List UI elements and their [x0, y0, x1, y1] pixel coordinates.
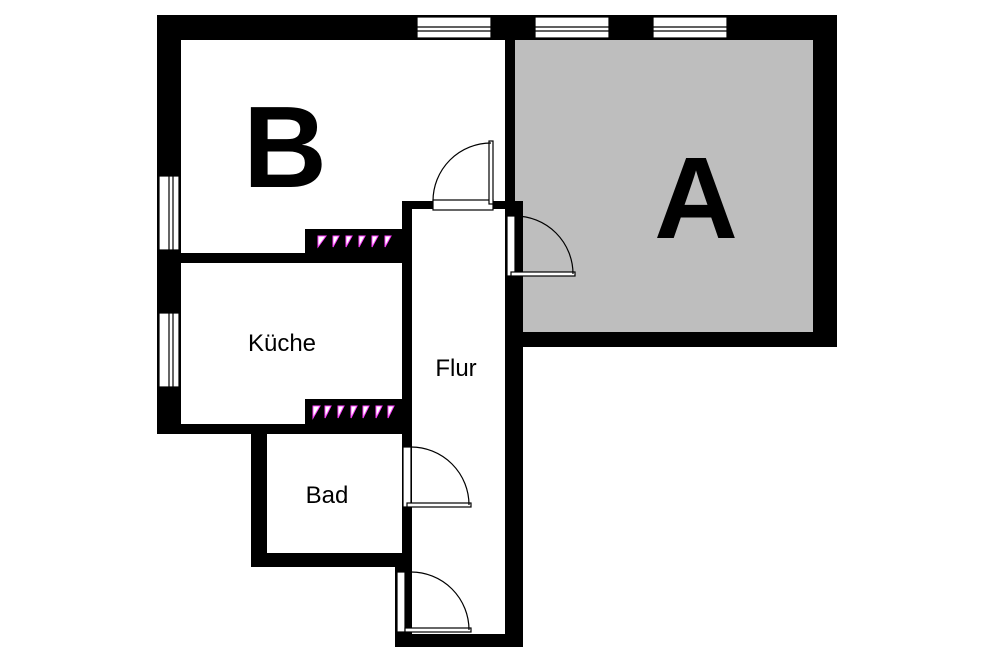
room-a-label: A — [654, 133, 738, 263]
bad-left-wall — [251, 424, 267, 567]
room-a-floor — [515, 40, 813, 332]
room-bad-label: Bad — [306, 482, 349, 509]
room-a[interactable] — [515, 40, 813, 332]
room-a-right-wall — [813, 15, 837, 347]
bad-bottom-wall — [251, 553, 412, 567]
wall-b-a — [505, 40, 515, 208]
room-a-bottom-wall — [505, 332, 837, 347]
doors — [396, 140, 576, 633]
flur-left-wall — [402, 201, 412, 647]
wall-kueche-bottom — [157, 424, 412, 434]
room-flur-label: Flur — [435, 355, 476, 382]
top-wall — [157, 15, 837, 40]
door-entrance[interactable] — [396, 571, 472, 633]
flur-bottom-wall — [395, 634, 523, 647]
wall-b-kueche — [157, 253, 412, 263]
door-flur-bad[interactable] — [402, 446, 472, 508]
heater-b — [305, 229, 402, 253]
window-top-1 — [416, 16, 492, 39]
room-b-label: B — [243, 82, 327, 212]
window-left-kueche — [158, 312, 180, 388]
door-b-flur[interactable] — [432, 140, 494, 211]
door-flur-a[interactable] — [506, 215, 576, 277]
heater-kueche — [305, 399, 402, 424]
window-left-b — [158, 175, 180, 251]
room-kueche-label: Küche — [248, 330, 316, 357]
flur-right-wall — [505, 201, 523, 647]
window-top-2 — [534, 16, 610, 39]
windows — [158, 16, 728, 388]
window-top-3 — [652, 16, 728, 39]
